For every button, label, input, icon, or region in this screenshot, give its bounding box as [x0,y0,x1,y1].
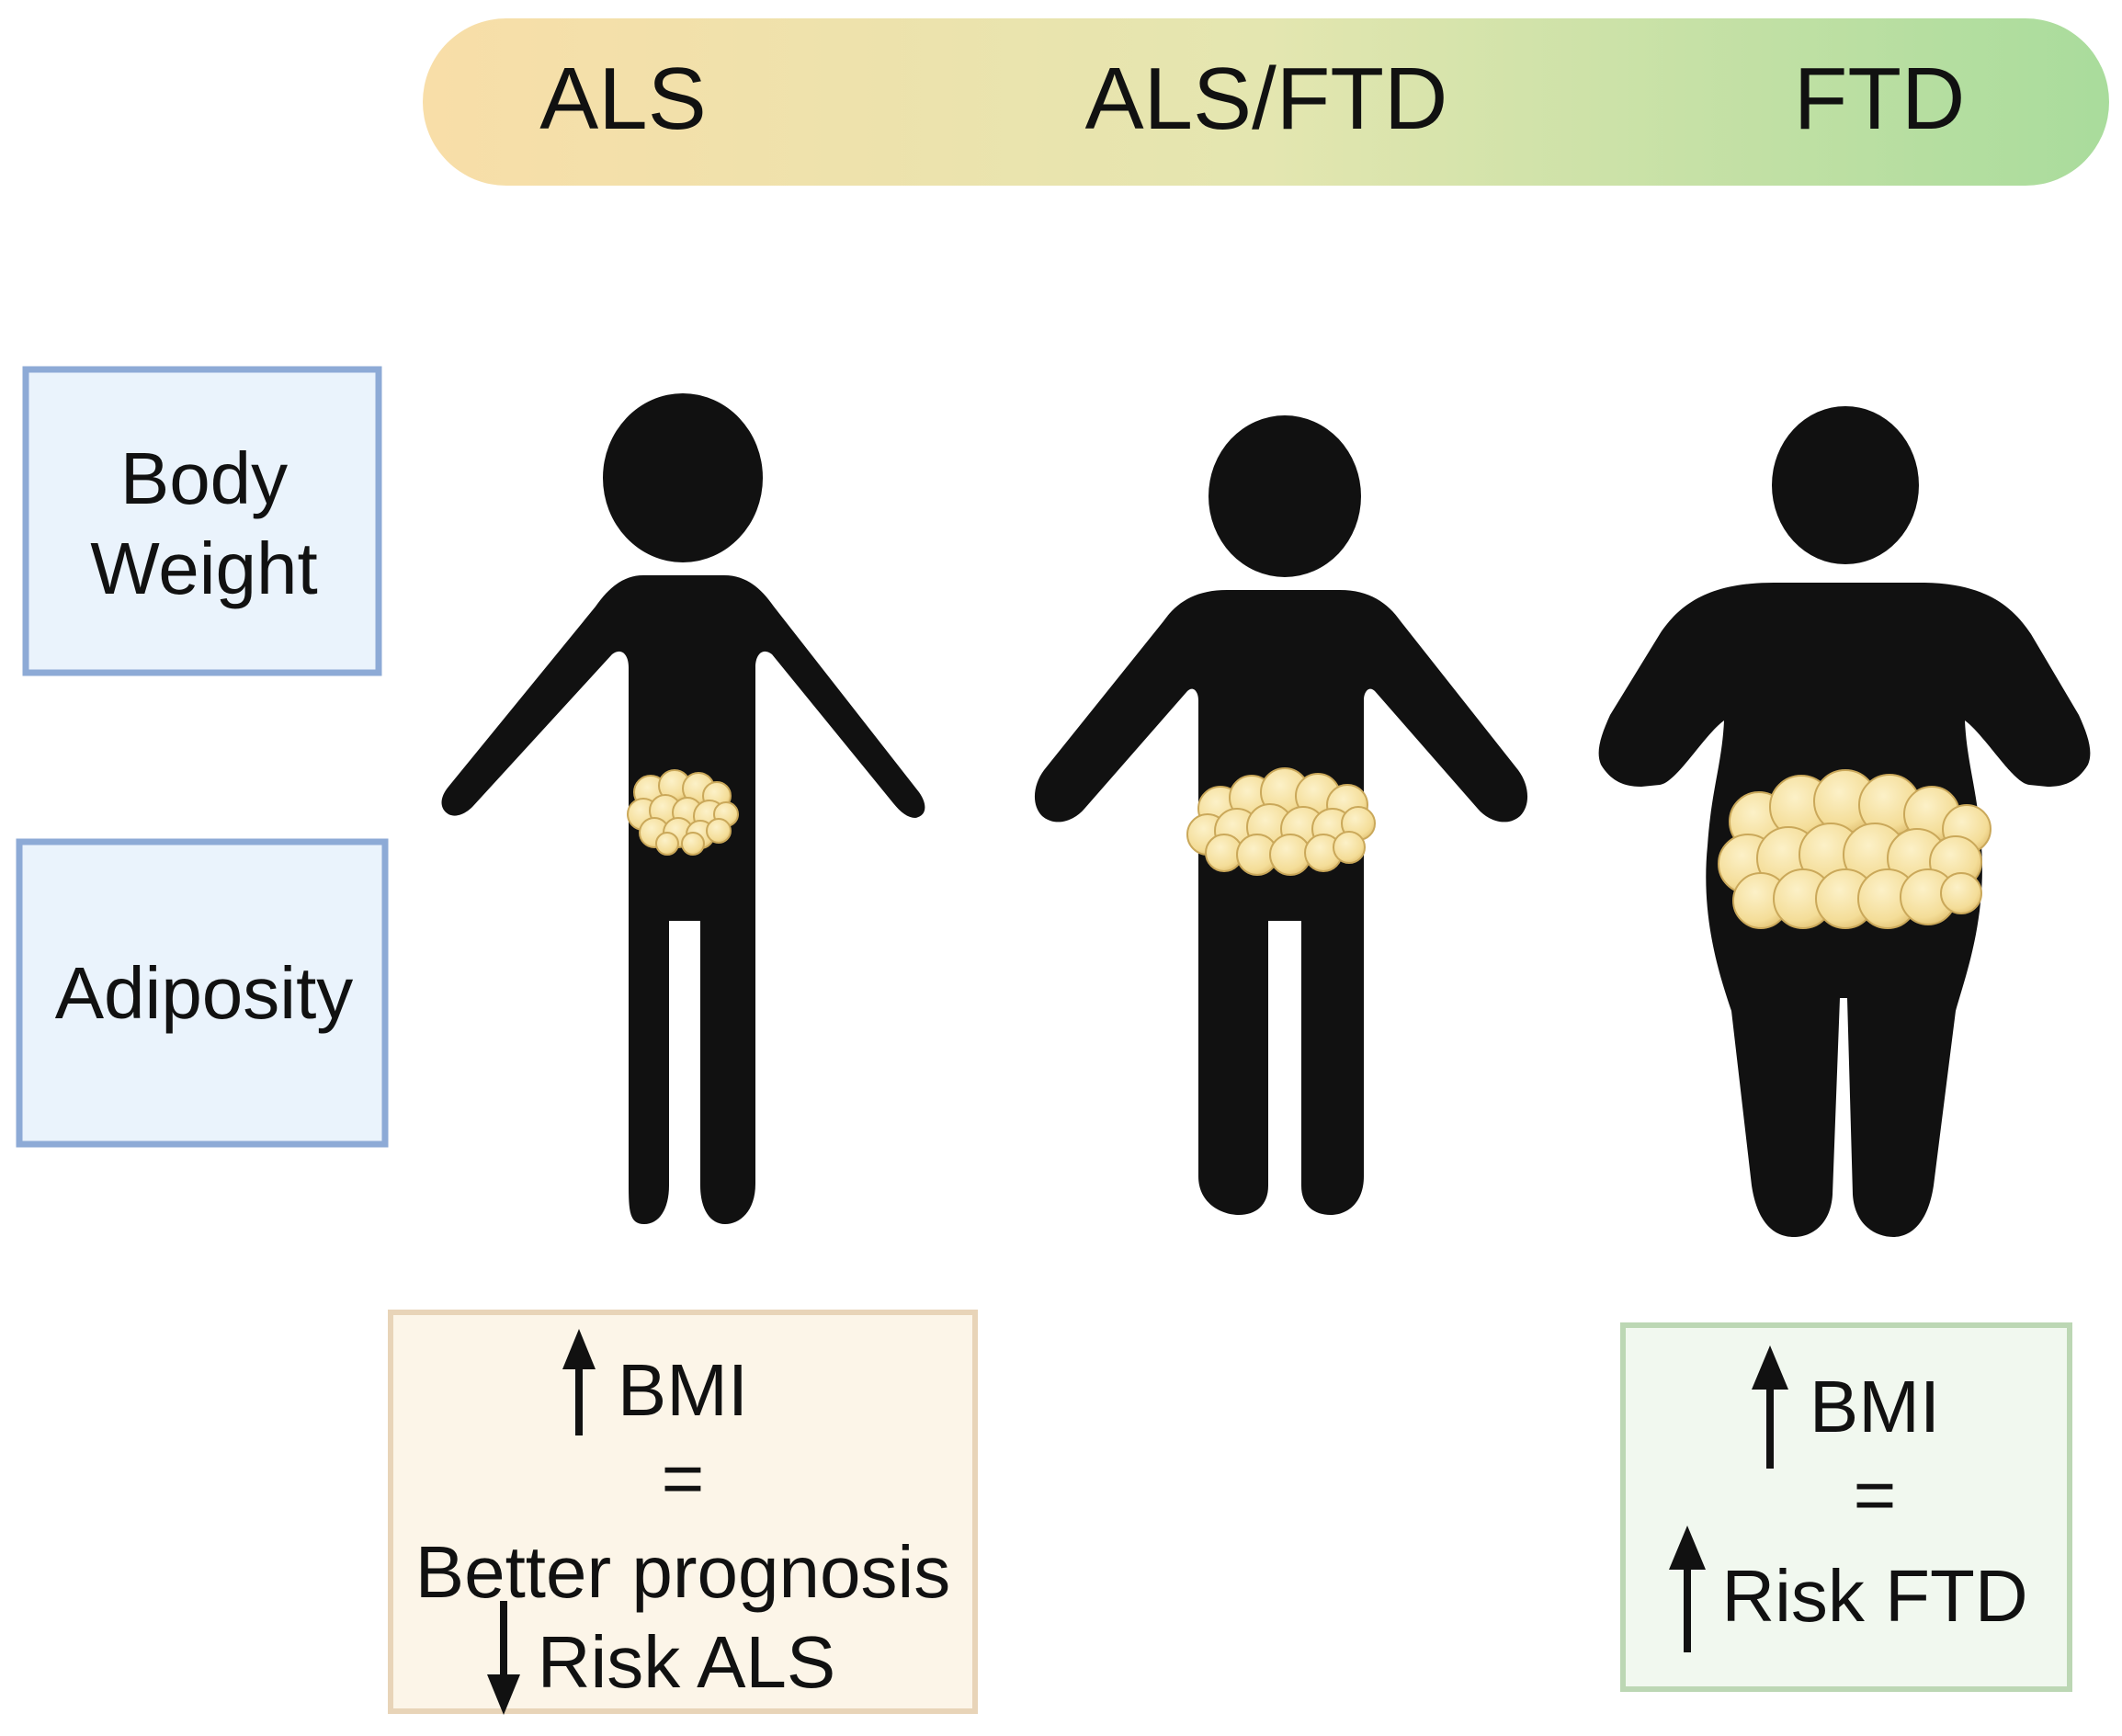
arrow-up-icon [1752,1345,1788,1469]
als-figure [441,393,925,1224]
spectrum-gradient [423,18,2109,186]
als-box-better-prognosis: Better prognosis [415,1531,951,1613]
als-ftd-figure-body [1034,590,1528,1215]
body-weight-label-line2: Weight [90,528,318,609]
ftd-outcome-box-bg [1620,1322,2072,1692]
arrow-up-icon [1669,1526,1706,1652]
spectrum-label-ftd: FTD [1794,50,1966,148]
fat-cell [706,818,732,844]
als-outcome-box: BMI = Better prognosis Risk ALS [388,1310,978,1715]
ftd-box-bmi: BMI [1810,1366,1940,1447]
ftd-figure-head [1772,406,1919,564]
adiposity-label: Adiposity [55,952,354,1034]
arrow-down-icon [487,1601,520,1715]
adiposity-box [16,838,389,1148]
body-weight-label-line1: Body [120,437,288,519]
ftd-outcome-box: BMI = Risk FTD [1620,1322,2072,1692]
arrow-up-icon [562,1329,596,1435]
body-weight-label-box: Body Weight [22,366,382,676]
ftd-box-risk-ftd: Risk FTD [1721,1555,2027,1637]
adiposity-label-box: Adiposity [16,838,389,1148]
als-box-risk-als: Risk ALS [538,1621,836,1703]
ftd-fat-cells-icon [1718,769,1992,929]
als-outcome-box-bg [388,1310,978,1714]
als-ftd-figure-head [1209,415,1361,577]
ftd-box-equals: = [1854,1454,1897,1536]
fat-cell [1333,831,1366,864]
als-box-equals: = [662,1437,705,1519]
fat-cell [681,832,705,856]
als-ftd-fat-cells-icon [1186,767,1376,876]
als-ftd-figure [1034,415,1528,1215]
fat-cell [655,832,679,856]
disease-spectrum-bar: ALS ALS/FTD FTD [423,18,2109,186]
als-box-bmi: BMI [618,1349,748,1431]
als-figure-head [603,393,763,562]
spectrum-label-als-ftd: ALS/FTD [1085,50,1448,148]
fat-cell [1940,872,1982,914]
als-figure-body [441,575,925,1224]
spectrum-label-als: ALS [539,50,706,148]
als-fat-cells-icon [627,769,739,856]
body-weight-box [22,366,382,676]
